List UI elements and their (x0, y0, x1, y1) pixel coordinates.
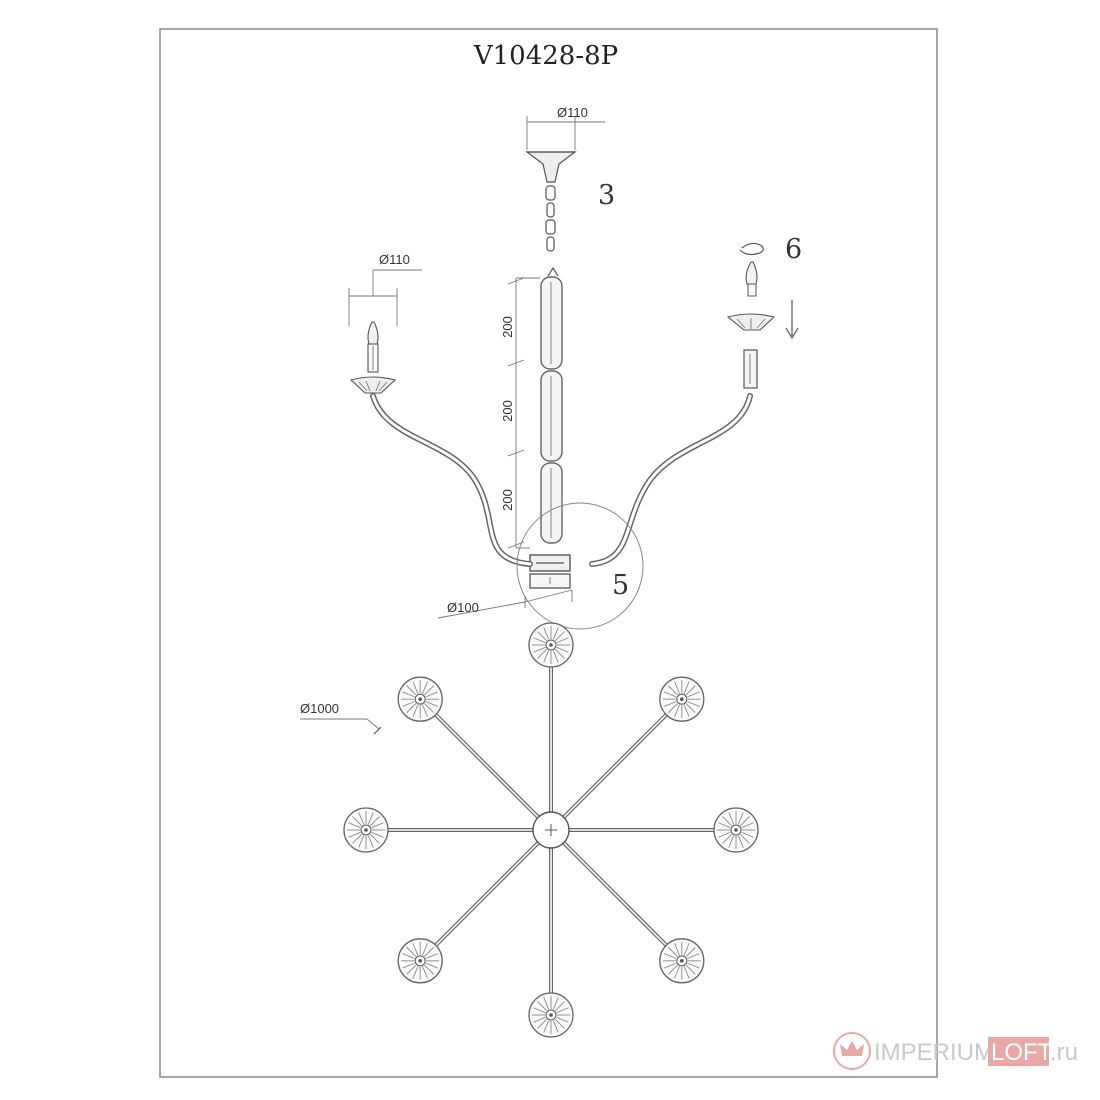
drawing-frame (159, 28, 938, 1078)
top-view-candle-cup (343, 807, 389, 853)
top-view-candle-cup (659, 938, 705, 984)
model-code-title: V10428-8P (473, 41, 618, 71)
canopy (525, 151, 577, 183)
top-view-candle-cup (713, 807, 759, 853)
callout-6: 6 (785, 234, 802, 265)
right-arm-assembly (589, 242, 799, 567)
watermark-prefix: IMPERIUM (874, 1039, 994, 1066)
top-view-candle-cup (659, 676, 705, 722)
top-view (343, 622, 759, 1038)
top-view-hub (532, 811, 570, 849)
base-dimension (437, 589, 573, 619)
canopy-assembly: Ø110 (525, 105, 605, 252)
candle-cup-diameter-label: Ø110 (379, 252, 410, 267)
callout-5: 5 (612, 570, 629, 601)
canopy-diameter-label: Ø110 (557, 105, 588, 120)
left-arm-assembly (348, 269, 533, 567)
top-view-candle-cup (397, 938, 443, 984)
column-dimensions (507, 277, 540, 549)
top-view-arm (434, 713, 540, 819)
watermark-highlight-box (988, 1037, 1049, 1066)
top-view-candle-cup (528, 622, 574, 668)
segment-1-length-label: 200 (500, 316, 515, 338)
crown-icon (833, 1032, 871, 1070)
top-view-candle-cup (528, 992, 574, 1038)
overall-diameter-label: Ø1000 (300, 701, 339, 716)
watermark: IMPERIUM LOFT .ru (833, 1032, 1078, 1070)
callout-3: 3 (598, 180, 615, 211)
overall-dimension (300, 718, 382, 735)
central-column (529, 266, 571, 589)
top-view-arm (562, 841, 668, 947)
top-view-candle-cup (397, 676, 443, 722)
base-diameter-label: Ø100 (447, 600, 479, 615)
hub-detail-circle (516, 502, 644, 630)
top-view-arm (562, 713, 668, 819)
segment-2-length-label: 200 (500, 400, 515, 422)
segment-3-length-label: 200 (500, 489, 515, 511)
top-view-arm (434, 841, 540, 947)
watermark-suffix: .ru (1050, 1039, 1078, 1066)
watermark-highlight: LOFT (991, 1039, 1053, 1066)
